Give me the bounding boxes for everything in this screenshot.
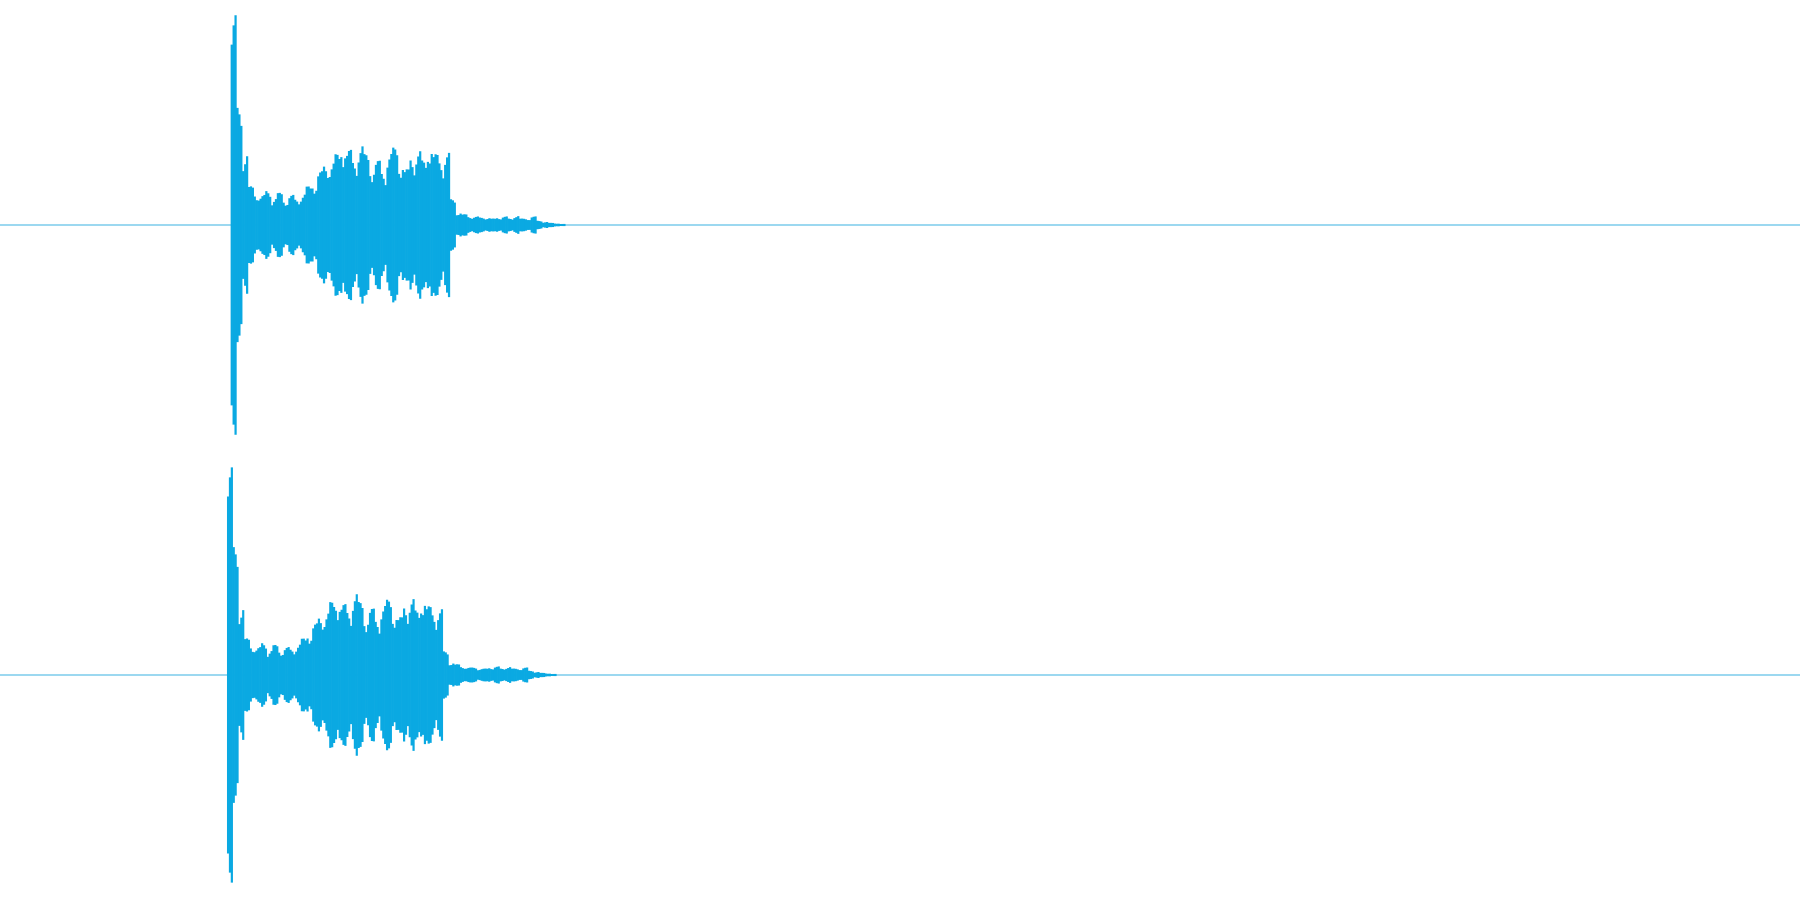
- waveform-channel-2-plot: [0, 467, 1800, 883]
- waveform-channel-1-plot: [0, 15, 1800, 435]
- waveform-channel-2: [0, 450, 1800, 900]
- waveform-channel-1: [0, 15, 1800, 435]
